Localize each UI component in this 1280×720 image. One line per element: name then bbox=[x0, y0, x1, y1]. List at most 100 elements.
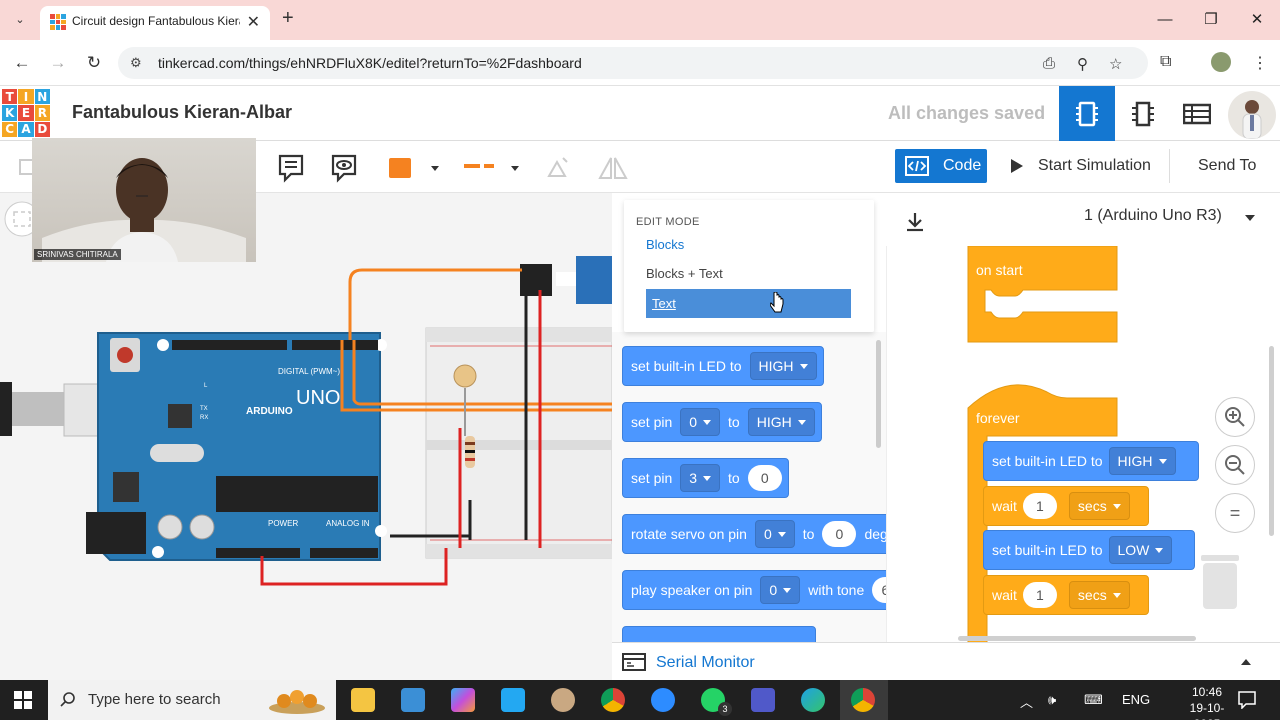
zoom-in-button[interactable] bbox=[1215, 397, 1255, 437]
palette-block-rotate-servo[interactable]: rotate servo on pin 0 to 0 degre bbox=[622, 514, 886, 554]
circuit-view-button[interactable] bbox=[1059, 86, 1115, 141]
address-bar[interactable]: ⚙ tinkercad.com/things/ehNRDFluX8K/edite… bbox=[118, 47, 1148, 79]
copilot-icon[interactable] bbox=[451, 688, 475, 712]
palette-block-set-pin[interactable]: set pin 0 to HIGH bbox=[622, 402, 822, 442]
send-to-button[interactable]: Send To bbox=[1198, 157, 1257, 174]
vscode-icon[interactable] bbox=[501, 688, 525, 712]
trash-icon[interactable] bbox=[1199, 553, 1241, 611]
notepad-app-icon[interactable] bbox=[401, 688, 425, 712]
resistor[interactable] bbox=[465, 436, 475, 468]
chevron-up-icon[interactable]: ︿ bbox=[1020, 695, 1034, 710]
color-picker-button[interactable] bbox=[382, 151, 442, 185]
volume-icon[interactable]: 🕪 bbox=[1048, 692, 1057, 707]
led-state-dropdown[interactable]: HIGH bbox=[749, 352, 817, 380]
chevron-up-icon[interactable] bbox=[1241, 659, 1251, 665]
download-code-icon[interactable] bbox=[903, 210, 927, 234]
canvas-block-wait-1[interactable]: wait 1 secs bbox=[983, 486, 1149, 526]
pin-dropdown[interactable]: 0 bbox=[754, 520, 795, 548]
notification-icon[interactable] bbox=[1238, 691, 1256, 709]
photoresistor[interactable] bbox=[453, 364, 477, 388]
board-select[interactable]: 1 (Arduino Uno R3) bbox=[1084, 207, 1222, 224]
degrees-input[interactable]: 0 bbox=[822, 521, 857, 547]
zoom-icon[interactable]: ⚲ bbox=[1077, 56, 1088, 73]
bookmark-star-icon[interactable]: ☆ bbox=[1109, 56, 1123, 73]
taskbar-search-box[interactable]: Type here to search bbox=[48, 680, 336, 720]
game-app-icon[interactable] bbox=[551, 688, 575, 712]
teams-icon[interactable] bbox=[751, 688, 775, 712]
taskbar-clock[interactable]: 10:46 19-10-2025 bbox=[1180, 684, 1234, 720]
time-unit-dropdown[interactable]: secs bbox=[1068, 492, 1130, 520]
canvas-block-set-led-low[interactable]: set built-in LED to LOW bbox=[983, 530, 1195, 570]
wait-seconds-input[interactable]: 1 bbox=[1022, 493, 1057, 519]
pin-dropdown[interactable]: 3 bbox=[680, 464, 721, 492]
profile-avatar[interactable] bbox=[1211, 52, 1231, 72]
browser-tab[interactable]: Circuit design Fantabulous Kieran-Albar … bbox=[40, 6, 270, 40]
keyboard-icon[interactable]: ⌨ bbox=[1084, 692, 1103, 707]
rotate-icon[interactable] bbox=[540, 151, 574, 185]
close-window-button[interactable]: ✕ bbox=[1250, 11, 1264, 28]
code-button[interactable]: Code bbox=[895, 149, 987, 183]
led-state-dropdown[interactable]: HIGH bbox=[1108, 447, 1176, 475]
wires[interactable] bbox=[260, 268, 612, 586]
start-simulation-button[interactable]: Start Simulation bbox=[996, 149, 1170, 183]
zoom-app-icon[interactable] bbox=[651, 688, 675, 712]
tone-input[interactable]: 60 bbox=[872, 577, 886, 603]
chrome-profile-icon[interactable] bbox=[851, 688, 875, 712]
canvas-block-wait-2[interactable]: wait 1 secs bbox=[983, 575, 1149, 615]
breadboard[interactable] bbox=[425, 327, 612, 559]
windows-start-icon[interactable] bbox=[14, 691, 32, 709]
palette-block-set-builtin-led[interactable]: set built-in LED to HIGH bbox=[622, 346, 824, 386]
circuit-drawing[interactable]: ARDUINO UNO DIGITAL (PWM~) POWER ANALOG … bbox=[0, 193, 612, 680]
install-app-icon[interactable]: ⎙ bbox=[1043, 55, 1056, 72]
flip-icon[interactable] bbox=[596, 151, 630, 185]
serial-monitor-bar[interactable]: Serial Monitor bbox=[612, 642, 1280, 680]
tab-search-button[interactable]: ⌄ bbox=[15, 14, 25, 26]
close-tab-icon[interactable]: ✕ bbox=[246, 14, 260, 31]
pin-dropdown[interactable]: 0 bbox=[680, 408, 721, 436]
back-icon[interactable]: ← bbox=[13, 53, 31, 72]
tinkercad-logo[interactable]: T I N K E R C A D bbox=[2, 89, 50, 137]
time-unit-dropdown[interactable]: secs bbox=[1068, 581, 1130, 609]
led-state-dropdown[interactable]: LOW bbox=[1108, 536, 1173, 564]
url-text[interactable]: tinkercad.com/things/ehNRDFluX8K/editel?… bbox=[158, 55, 582, 71]
visibility-icon[interactable] bbox=[327, 151, 361, 185]
component-list-button[interactable] bbox=[1169, 86, 1225, 141]
reload-icon[interactable]: ↻ bbox=[86, 53, 102, 72]
site-info-icon[interactable]: ⚙ bbox=[130, 55, 142, 70]
edit-mode-option-blocks[interactable]: Blocks bbox=[646, 237, 685, 252]
on-start-block[interactable] bbox=[967, 246, 1119, 346]
pin-state-dropdown[interactable]: HIGH bbox=[747, 408, 815, 436]
chrome-icon[interactable] bbox=[601, 688, 625, 712]
notes-icon[interactable] bbox=[274, 151, 308, 185]
edit-mode-option-text[interactable]: Text bbox=[646, 289, 851, 318]
language-indicator[interactable]: ENG bbox=[1122, 692, 1151, 707]
edit-mode-option-blocks-text[interactable]: Blocks + Text bbox=[646, 266, 723, 281]
edge-icon[interactable] bbox=[801, 688, 825, 712]
browser-menu-icon[interactable]: ⋮ bbox=[1252, 55, 1268, 72]
canvas-vertical-scrollbar[interactable] bbox=[1269, 346, 1274, 536]
wire-type-button[interactable] bbox=[452, 151, 524, 185]
design-title[interactable]: Fantabulous Kieran-Albar bbox=[72, 102, 293, 122]
maximize-button[interactable]: ❐ bbox=[1204, 11, 1218, 28]
new-tab-button[interactable]: + bbox=[282, 7, 294, 29]
forever-block[interactable] bbox=[967, 378, 1119, 646]
value-input[interactable]: 0 bbox=[747, 465, 782, 491]
palette-block-set-pin-analog[interactable]: set pin 3 to 0 bbox=[622, 458, 789, 498]
forward-icon[interactable]: → bbox=[49, 53, 67, 72]
block-palette[interactable]: set built-in LED to HIGH set pin 0 to HI… bbox=[612, 332, 886, 642]
chevron-down-icon[interactable] bbox=[1245, 215, 1255, 221]
arduino-uno-board[interactable]: ARDUINO UNO DIGITAL (PWM~) POWER ANALOG … bbox=[86, 332, 387, 561]
file-explorer-icon[interactable] bbox=[351, 688, 375, 712]
user-avatar[interactable] bbox=[1228, 91, 1276, 139]
pin-dropdown[interactable]: 0 bbox=[760, 576, 801, 604]
extensions-icon[interactable]: ⧉ bbox=[1160, 53, 1172, 70]
palette-block-play-speaker[interactable]: play speaker on pin 0 with tone 60 bbox=[622, 570, 886, 610]
canvas-block-set-led-high[interactable]: set built-in LED to HIGH bbox=[983, 441, 1199, 481]
wait-seconds-input[interactable]: 1 bbox=[1022, 582, 1057, 608]
minimize-button[interactable]: — bbox=[1157, 11, 1173, 28]
palette-block-partial[interactable] bbox=[622, 626, 816, 642]
schematic-view-button[interactable] bbox=[1115, 86, 1171, 141]
servo-motor[interactable] bbox=[520, 256, 612, 304]
zoom-out-button[interactable] bbox=[1215, 445, 1255, 485]
zoom-reset-button[interactable]: = bbox=[1215, 493, 1255, 533]
